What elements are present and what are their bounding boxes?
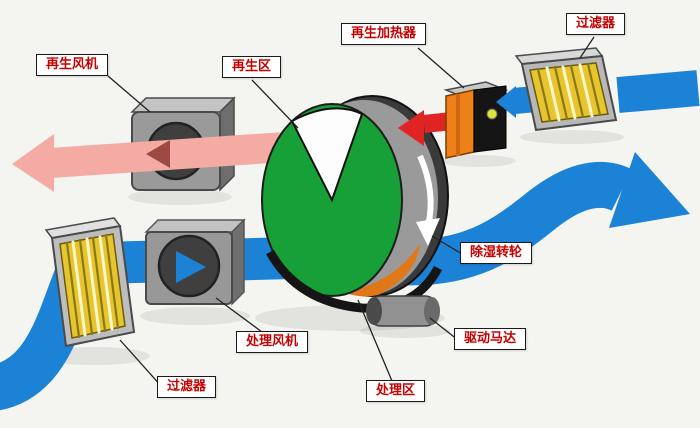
- label-process-zone: 处理区: [366, 380, 426, 403]
- label-regen-zone: 再生区: [222, 56, 282, 79]
- process-air-outlet-arrow: [396, 152, 690, 286]
- pleat-line: [545, 66, 561, 122]
- motor-end-cap: [424, 297, 440, 325]
- pleat-line: [561, 65, 577, 120]
- label-connectors: [107, 36, 595, 388]
- connector-motor: [429, 317, 459, 341]
- motor-end-cap: [366, 297, 382, 325]
- pleat-line: [569, 64, 585, 119]
- air-filter-bottom: [44, 217, 136, 348]
- rotation-arrow-shaft: [417, 154, 434, 227]
- regen-fan-flow-arrow-icon: [146, 140, 170, 168]
- regeneration-heater: [443, 81, 509, 159]
- label-filter-top: 过滤器: [566, 13, 626, 36]
- rotation-arrow-icon: [416, 218, 440, 246]
- hot-air-arrowhead-icon: [398, 110, 424, 146]
- connector-regen-fan: [107, 75, 151, 113]
- pleat-line: [91, 236, 107, 333]
- regen-exhaust-arrowhead-icon: [12, 134, 54, 192]
- filter-top-pleats: [536, 62, 602, 123]
- label-drive-motor: 驱动马达: [454, 328, 527, 351]
- heater-indicator-light: [486, 108, 498, 120]
- process-fan-shadow: [140, 307, 250, 325]
- connector-filter-bottom: [119, 339, 163, 388]
- regeneration-sector: [290, 107, 364, 203]
- connector-regen-zone: [251, 79, 299, 129]
- label-filter-bottom: 过滤器: [157, 376, 217, 399]
- label-regen-fan: 再生风机: [36, 54, 109, 77]
- pleat-line: [98, 235, 114, 331]
- process-fan-side-face: [231, 218, 245, 306]
- process-air-inlet-band: [0, 259, 102, 411]
- connector-wheel: [431, 235, 463, 255]
- pleat-line: [586, 62, 602, 117]
- pleat-line: [71, 240, 87, 337]
- heater-shadow: [440, 155, 516, 167]
- pleat-line: [578, 63, 594, 118]
- regen-exhaust-band: [48, 131, 302, 178]
- drive-motor: [366, 295, 440, 327]
- connector-process-zone: [357, 299, 393, 382]
- filter-to-heater-arrowhead-icon: [496, 86, 516, 118]
- outlet-band: [396, 161, 633, 286]
- process-fan-flow-arrow-icon: [176, 251, 206, 283]
- pleat-line: [65, 241, 81, 339]
- connector-regen-heater: [417, 47, 465, 89]
- pleat-line: [78, 238, 94, 336]
- filter-top-shadow: [520, 130, 624, 144]
- outlet-arrowhead-icon: [609, 152, 690, 228]
- desiccant-wheel: [261, 95, 449, 297]
- air-filter-top: [514, 47, 618, 132]
- regen-fan-shadow: [128, 189, 232, 205]
- regen-air-inlet-band: [616, 70, 700, 113]
- regen-air-exhaust-arrow: [12, 131, 302, 192]
- filter-bottom-pleats: [65, 233, 120, 339]
- pleat-line: [536, 67, 552, 123]
- label-process-fan: 处理风机: [236, 331, 309, 354]
- connector-filter-top: [579, 36, 595, 59]
- process-fan: [144, 218, 246, 306]
- connector-process-fan: [215, 297, 263, 333]
- process-fan-top-face: [144, 219, 246, 233]
- pleat-line: [104, 233, 120, 330]
- pleat-line: [553, 65, 569, 121]
- label-dehumid-wheel: 除湿转轮: [460, 242, 533, 265]
- pleat-line: [85, 237, 101, 334]
- label-regen-heater: 再生加热器: [341, 23, 427, 46]
- motor-shadow: [360, 324, 450, 338]
